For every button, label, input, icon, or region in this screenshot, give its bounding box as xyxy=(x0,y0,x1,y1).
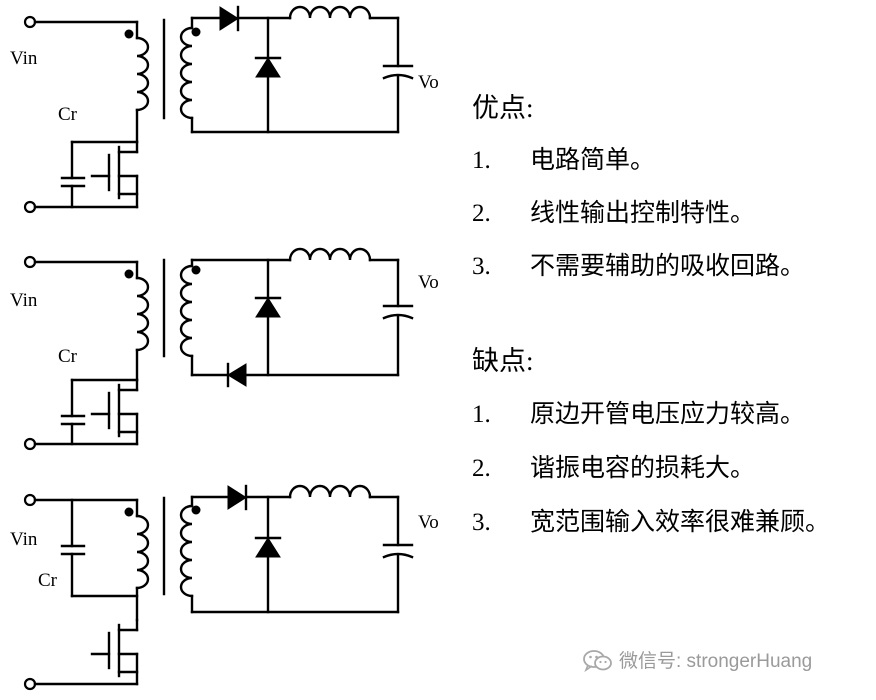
primary-winding-1 xyxy=(135,36,150,112)
item-text: 线性输出控制特性。 xyxy=(530,200,756,227)
mosfet-switch-2 xyxy=(90,378,139,446)
vin-terminal-bottom-3 xyxy=(23,677,37,691)
advantage-item-2: 2. 线性输出控制特性。 xyxy=(472,193,755,229)
disadvantage-item-2: 2. 谐振电容的损耗大。 xyxy=(472,448,755,484)
vin-terminal-bottom-1 xyxy=(23,200,37,214)
item-number: 3. xyxy=(472,253,491,280)
item-number: 2. xyxy=(472,455,491,482)
wechat-icon xyxy=(583,650,619,673)
vo-label-2: Vo xyxy=(418,272,439,293)
item-number: 2. xyxy=(472,200,491,227)
primary-winding-2 xyxy=(135,276,150,352)
output-inductor-3 xyxy=(288,484,372,499)
output-diode-1 xyxy=(219,6,239,31)
primary-winding-3 xyxy=(135,514,150,590)
item-number: 1. xyxy=(472,147,491,174)
mosfet-switch-3 xyxy=(90,618,139,686)
item-number: 3. xyxy=(472,509,491,536)
cr-label-3: Cr xyxy=(38,570,58,591)
secondary-winding-1 xyxy=(179,26,194,120)
vo-label-3: Vo xyxy=(418,512,439,533)
item-text: 谐振电容的损耗大。 xyxy=(530,455,756,482)
vin-terminal-bottom-2 xyxy=(23,437,37,451)
item-text: 宽范围输入效率很难兼顾。 xyxy=(530,509,831,536)
disadvantage-item-1: 1. 原边开管电压应力较高。 xyxy=(472,394,805,430)
vin-terminal-top-1 xyxy=(23,15,37,29)
vin-label-2: Vin xyxy=(10,290,38,311)
output-inductor-2 xyxy=(288,247,372,262)
vin-label-3: Vin xyxy=(10,529,38,550)
item-number: 1. xyxy=(472,401,491,428)
secondary-winding-3 xyxy=(179,504,194,598)
reset-diode-2 xyxy=(227,363,247,387)
watermark: 微信号: strongerHuang xyxy=(583,646,812,673)
advantage-item-1: 1. 电路简单。 xyxy=(472,140,655,176)
advantage-item-3: 3. 不需要辅助的吸收回路。 xyxy=(472,246,805,282)
item-text: 不需要辅助的吸收回路。 xyxy=(530,253,806,280)
secondary-winding-2 xyxy=(179,264,194,358)
circuit-3: Vin Cr Vo xyxy=(10,484,439,691)
mosfet-switch-1 xyxy=(90,140,139,209)
circuit-1: Vin Cr Vo xyxy=(10,5,439,214)
freewheel-diode-2 xyxy=(255,297,281,318)
output-diode-3 xyxy=(227,485,247,510)
watermark-text: 微信号: strongerHuang xyxy=(619,651,813,672)
vin-terminal-top-3 xyxy=(23,493,37,507)
vin-terminal-top-2 xyxy=(23,255,37,269)
vo-label-1: Vo xyxy=(418,72,439,93)
item-text: 电路简单。 xyxy=(530,147,656,174)
vin-label-1: Vin xyxy=(10,48,38,69)
circuit-2: Vin Cr Vo xyxy=(10,247,439,451)
freewheel-diode-1 xyxy=(255,57,281,78)
freewheel-diode-3 xyxy=(255,537,281,558)
cr-label-1: Cr xyxy=(58,104,78,125)
item-text: 原边开管电压应力较高。 xyxy=(530,401,806,428)
cr-label-2: Cr xyxy=(58,346,78,367)
advantages-heading: 优点: xyxy=(472,93,534,123)
output-inductor-1 xyxy=(288,5,372,20)
disadvantages-heading: 缺点: xyxy=(472,346,534,376)
disadvantage-item-3: 3. 宽范围输入效率很难兼顾。 xyxy=(472,502,830,538)
